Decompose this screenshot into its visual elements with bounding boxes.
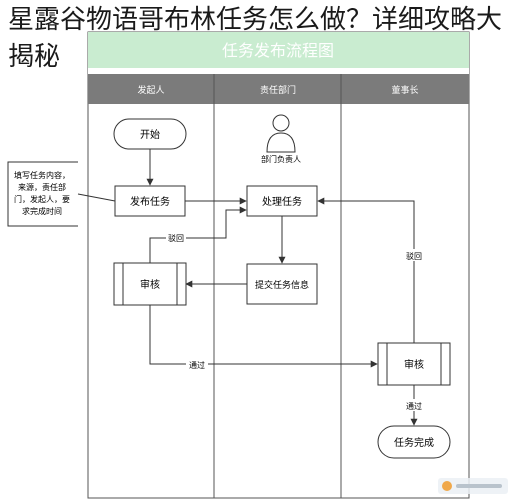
lane-header-bg [88,74,469,104]
article-title-line-1: 星露谷物语哥布林任务怎么做？详细攻略大 [8,5,503,35]
watermark-logo [438,478,508,494]
note-line-3: 门，发起人，要 [14,194,70,204]
edge-review2-reject [317,197,415,343]
person-label: 部门负责人 [261,154,301,164]
note-line-4: 求完成时间 [22,206,62,216]
watermark-icon [442,481,452,491]
note-line-2: 来源，责任部 [18,182,66,192]
lane-header-gap [88,68,469,74]
watermark-text-bar [456,484,502,488]
node-process-task [246,185,318,217]
node-done [377,425,451,459]
note-connector [77,193,116,202]
article-title: 星露谷物语哥布林任务怎么做？详细攻略大 揭秘 [8,2,514,76]
edge-label-bg-pass1 [186,358,208,370]
diagram-title-bar [88,32,469,68]
node-submit-info-label: 提交任务信息 [255,279,309,291]
edge-label-reject-2: 驳回 [406,252,422,261]
edge-review1-pass [149,305,378,368]
node-process-task-label: 处理任务 [262,195,302,208]
node-start-label: 开始 [140,128,160,141]
lane-header-initiator: 发起人 [137,84,164,96]
edge-label-pass-2: 通过 [406,401,422,411]
edge-label-bg-reject2 [404,249,424,261]
node-publish-task-label: 发布任务 [130,195,170,208]
node-submit-info [246,263,318,305]
node-review-2 [377,342,451,386]
note-line-1: 填写任务内容， [14,170,70,180]
lane-header-department: 责任部门 [260,84,296,96]
lane-header-chairman: 董事长 [391,84,418,96]
node-publish-task [114,185,186,217]
node-review-1 [113,262,187,306]
edge-label-bg-pass2 [403,399,425,411]
edge-label-pass-1: 通过 [189,360,205,370]
node-review-2-label: 审核 [404,358,424,371]
article-title-line-2: 揭秘 [8,42,61,72]
note-bracket [7,161,78,227]
node-review-1-label: 审核 [140,278,160,291]
diagram-title: 任务发布流程图 [222,41,334,60]
edge-label-bg-reject1 [166,231,186,243]
person-icon [266,114,296,153]
node-done-label: 任务完成 [394,436,434,449]
edge-review1-reject [149,206,247,263]
edge-label-reject-1: 驳回 [168,234,184,243]
